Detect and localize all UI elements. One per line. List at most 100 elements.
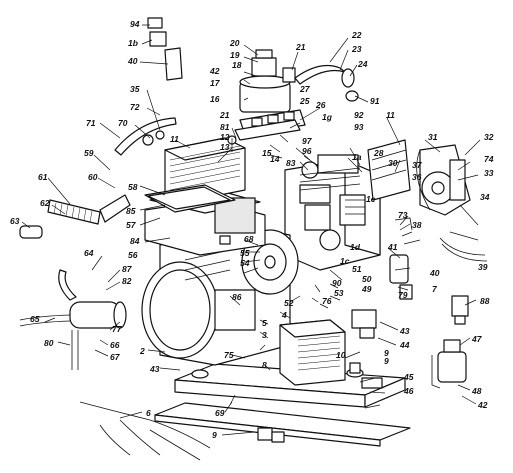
callout-1e: 1e (366, 194, 376, 204)
callout-48: 48 (471, 386, 482, 396)
callout-47: 47 (471, 334, 483, 344)
callout-44: 44 (399, 340, 410, 350)
callout-21: 21 (295, 42, 306, 52)
callout-54: 54 (240, 258, 250, 268)
relay-parts (351, 309, 377, 339)
callout-91: 91 (370, 96, 380, 106)
callout-85: 85 (126, 206, 136, 216)
callout-71: 71 (86, 118, 96, 128)
callout-63: 63 (10, 216, 20, 226)
oil-sensor (451, 295, 469, 325)
callout-39: 39 (478, 262, 488, 272)
callout-16: 16 (210, 94, 220, 104)
callout-23: 23 (351, 44, 362, 54)
callout-10: 10 (336, 350, 346, 360)
callout-42b: 42 (477, 400, 488, 410)
callout-88: 88 (480, 296, 490, 306)
callout-68: 68 (244, 234, 254, 244)
callout-57: 57 (126, 220, 137, 230)
callout-65: 65 (30, 314, 40, 324)
control-box (279, 319, 346, 386)
callout-81: 81 (220, 122, 230, 132)
callout-36: 36 (412, 172, 422, 182)
callout-18: 18 (232, 60, 242, 70)
callout-14: 14 (270, 154, 280, 164)
callout-11b: 11 (386, 110, 395, 120)
callout-74: 74 (484, 154, 494, 164)
callout-1a: 1a (352, 152, 362, 162)
callout-30: 30 (388, 158, 398, 168)
callout-45: 45 (403, 372, 414, 382)
callout-67: 67 (110, 352, 121, 362)
fuel-filter (389, 217, 413, 300)
callout-33: 33 (484, 168, 494, 178)
callout-2: 2 (139, 346, 145, 356)
callout-84: 84 (130, 236, 140, 246)
callout-9: 9 (384, 348, 389, 358)
callout-80: 80 (44, 338, 54, 348)
callout-42: 42 (209, 66, 220, 76)
callout-1g: 1g (322, 112, 333, 122)
manifold (234, 109, 306, 141)
callout-70: 70 (118, 118, 128, 128)
callout-25: 25 (299, 96, 310, 106)
callout-60: 60 (88, 172, 98, 182)
callout-69: 69 (215, 408, 225, 418)
side-cover (367, 139, 411, 201)
callout-40b: 40 (429, 268, 440, 278)
callout-9b: 9 (212, 430, 217, 440)
callout-43b: 43 (399, 326, 410, 336)
callout-26: 26 (315, 100, 326, 110)
callout-9c: 9 (384, 356, 389, 366)
callout-37: 37 (412, 160, 423, 170)
callout-13: 13 (220, 142, 230, 152)
callout-52: 52 (284, 298, 294, 308)
small-parts (147, 17, 237, 245)
callout-15: 15 (262, 148, 272, 158)
callout-58: 58 (128, 182, 138, 192)
callout-20: 20 (229, 38, 240, 48)
callout-1c: 1c (340, 256, 350, 266)
callout-87: 87 (122, 264, 133, 274)
callout-11: 11 (170, 134, 179, 144)
callout-24: 24 (357, 59, 368, 69)
callout-90: 90 (332, 278, 342, 288)
callout-66: 66 (110, 340, 120, 350)
callout-19: 19 (230, 50, 240, 60)
callout-41: 41 (387, 242, 398, 252)
callout-40: 40 (127, 56, 138, 66)
callout-83: 83 (286, 158, 296, 168)
callout-55: 55 (240, 248, 250, 258)
callout-82: 82 (122, 276, 132, 286)
callout-59: 59 (84, 148, 94, 158)
callout-62: 62 (40, 198, 50, 208)
callout-92: 92 (354, 110, 364, 120)
callout-5: 5 (262, 318, 267, 328)
base-frame (154, 362, 411, 447)
callout-49: 49 (361, 284, 372, 294)
callout-86: 86 (232, 292, 242, 302)
engine-block (284, 154, 381, 271)
callout-35: 35 (130, 84, 140, 94)
exhaust-pipe (282, 65, 359, 102)
callout-21b: 21 (219, 110, 230, 120)
intake-hose (19, 194, 131, 239)
callout-31: 31 (428, 132, 438, 142)
callout-73: 73 (398, 210, 408, 220)
callout-43: 43 (149, 364, 160, 374)
callout-79: 79 (398, 290, 408, 300)
drain-hose (439, 237, 488, 262)
breather-hose (114, 117, 177, 156)
gasket-tray (144, 184, 236, 213)
callout-72: 72 (130, 102, 140, 112)
callout-3: 3 (262, 330, 267, 340)
callout-32: 32 (484, 132, 494, 142)
callout-28: 28 (373, 148, 384, 158)
callout-56: 56 (128, 250, 138, 260)
callout-53: 53 (334, 288, 344, 298)
callout-96: 96 (302, 146, 312, 156)
wire-harness (79, 401, 211, 461)
leader-lines (21, 24, 481, 436)
callout-17: 17 (210, 78, 221, 88)
